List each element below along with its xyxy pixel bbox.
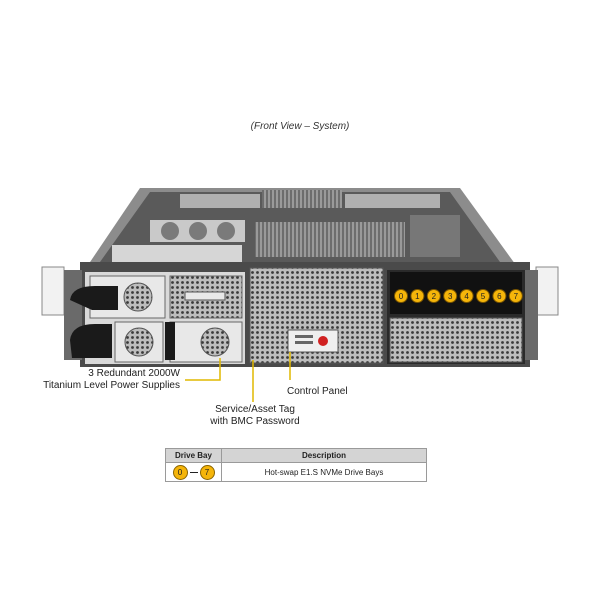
drive-bay-number: 6: [497, 292, 502, 301]
figure-caption: (Front View – System): [250, 121, 350, 132]
drive-bay-dot: [410, 289, 425, 303]
callout-lines: [185, 352, 291, 402]
legend-description: Hot-swap E1.S NVMe Drive Bays: [221, 462, 427, 482]
drive-bay-number: 4: [464, 292, 469, 301]
drive-bay-number: 7: [514, 292, 519, 301]
service-callout-line1: Service/Asset Tag: [215, 404, 295, 415]
drive-bay-dot: [508, 289, 523, 303]
chassis-top: [86, 188, 518, 268]
drive-bay-dot: [459, 289, 474, 303]
legend-header-row: Drive Bay Description: [165, 448, 427, 463]
service-callout-line2: with BMC Password: [210, 416, 300, 427]
drive-bay-number: 0: [399, 292, 404, 301]
psu-callout-line1: 3 Redundant 2000W: [88, 368, 180, 379]
legend-header-description: Description: [221, 448, 427, 463]
drive-bay-dot: [394, 289, 408, 303]
drive-bay-dot: [443, 289, 458, 303]
drive-bay-dot: [492, 289, 507, 303]
bay-to-badge: 7: [199, 464, 215, 480]
control-panel-callout: Control Panel: [287, 386, 348, 397]
drive-bay-number: 1: [415, 292, 420, 301]
psu-callout: 3 Redundant 2000W Titanium Level Power S…: [30, 368, 180, 392]
legend-header-drive-bay: Drive Bay: [165, 448, 222, 463]
drive-bay-dots: 0 1 2 3 4 5 6 7: [394, 289, 523, 303]
bay-from-badge: 0: [172, 464, 188, 480]
drive-bay-number: 3: [448, 292, 453, 301]
drive-bay-dot: [476, 289, 490, 303]
service-tag-callout: Service/Asset Tag with BMC Password: [180, 404, 330, 428]
drive-bay-number: 5: [481, 292, 486, 301]
chassis-front: [41, 262, 559, 367]
range-dash: [189, 471, 198, 473]
drive-bay-number: 2: [432, 292, 437, 301]
drive-bay-dot: [426, 289, 441, 303]
psu-callout-line2: Titanium Level Power Supplies: [43, 380, 180, 391]
